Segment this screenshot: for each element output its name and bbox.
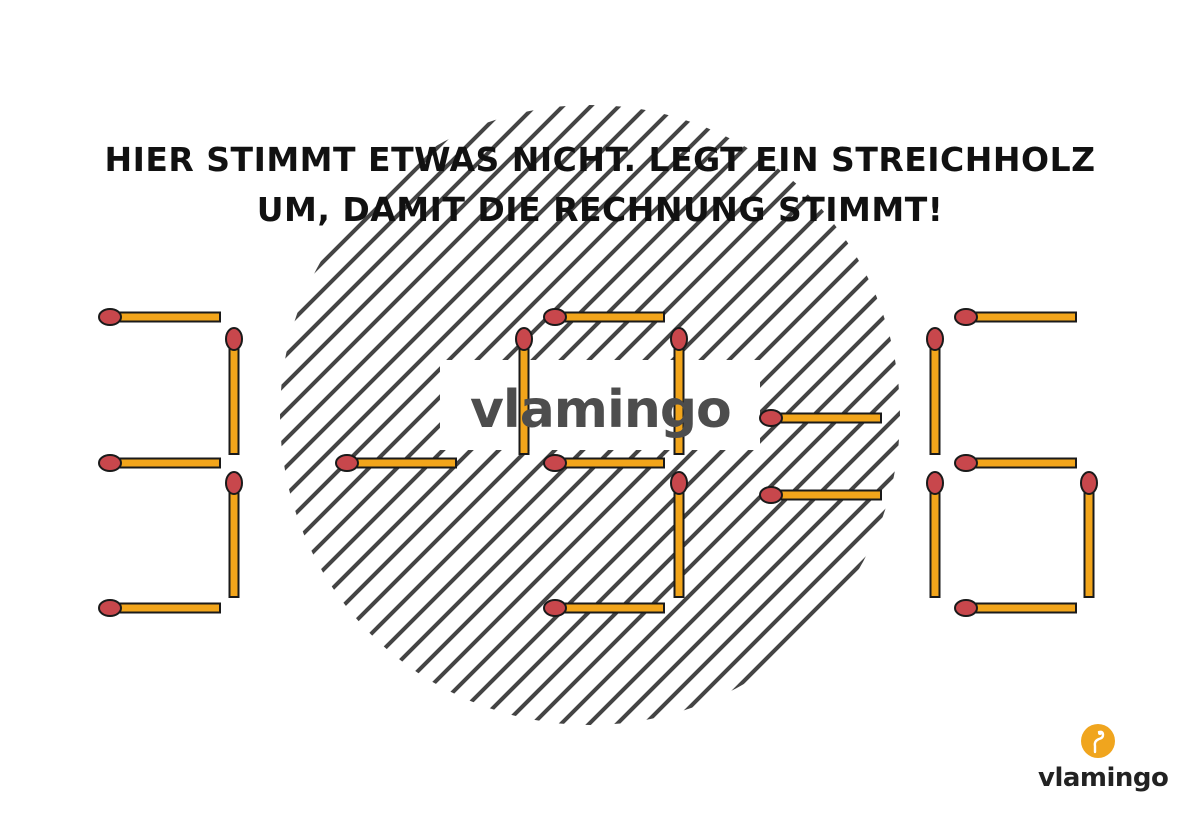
- matchstick[interactable]: [759, 486, 882, 504]
- matchstick[interactable]: [954, 308, 1077, 326]
- digit-6: [926, 308, 1098, 617]
- matchstick[interactable]: [759, 409, 882, 427]
- matchstick[interactable]: [670, 471, 688, 598]
- hatch-line: [280, 105, 488, 725]
- hatch-line: [280, 105, 516, 725]
- hatch-line: [280, 105, 656, 725]
- match-head: [225, 327, 243, 351]
- matchstick[interactable]: [543, 454, 665, 472]
- match-head: [543, 308, 567, 326]
- hatch-line: [280, 105, 320, 725]
- match-head: [335, 454, 359, 472]
- hatch-line: [280, 105, 628, 725]
- matchstick[interactable]: [335, 454, 457, 472]
- matchstick[interactable]: [515, 327, 533, 455]
- matchstick[interactable]: [954, 599, 1077, 617]
- matchstick[interactable]: [98, 454, 221, 472]
- match-head: [926, 471, 944, 495]
- matchstick[interactable]: [926, 471, 944, 598]
- matchstick[interactable]: [98, 308, 221, 326]
- hatch-line: [552, 105, 900, 725]
- hatch-line: [280, 105, 796, 725]
- match-head: [954, 454, 978, 472]
- matchstick[interactable]: [543, 599, 665, 617]
- hatch-line: [608, 105, 900, 725]
- match-head: [670, 471, 688, 495]
- match-head: [98, 454, 122, 472]
- hatch-line: [280, 105, 712, 725]
- match-head: [515, 327, 533, 351]
- match-head: [759, 409, 783, 427]
- match-head: [543, 454, 567, 472]
- match-head: [759, 486, 783, 504]
- hatch-line: [280, 105, 572, 725]
- brand-logo: vlamingo: [1038, 724, 1169, 793]
- match-head: [954, 308, 978, 326]
- plus-sign: [335, 454, 457, 472]
- watermark-logo-text: vlamingo: [470, 380, 732, 440]
- hatch-line: [280, 105, 348, 725]
- watermark-backdrop: [440, 360, 760, 450]
- match-head: [954, 599, 978, 617]
- hatch-line: [524, 105, 900, 725]
- match-head: [670, 327, 688, 351]
- match-head: [225, 471, 243, 495]
- match-head: [926, 327, 944, 351]
- hatch-line: [580, 105, 900, 725]
- hatch-line: [280, 105, 824, 725]
- flamingo-icon: [1081, 724, 1115, 758]
- hatch-line: [280, 105, 376, 725]
- matchstick[interactable]: [98, 599, 221, 617]
- matchstick[interactable]: [926, 327, 944, 455]
- hatch-line: [860, 105, 900, 725]
- match-head: [543, 599, 567, 617]
- matchstick[interactable]: [225, 471, 243, 598]
- puzzle-instruction-line-2: UM, DAMIT DIE RECHNUNG STIMMT!: [256, 190, 944, 229]
- match-head: [98, 308, 122, 326]
- digit-2: [515, 308, 688, 617]
- puzzle-instruction-line-1: HIER STIMMT ETWAS NICHT. LEGT EIN STREIC…: [104, 140, 1096, 179]
- matchstick-equation: [98, 308, 1098, 617]
- hatch-line: [832, 105, 900, 725]
- hatch-line: [280, 105, 600, 725]
- matchstick[interactable]: [954, 454, 1077, 472]
- matchstick[interactable]: [543, 308, 665, 326]
- hatch-line: [280, 105, 768, 725]
- match-head: [1080, 471, 1098, 495]
- equals-sign: [759, 409, 882, 504]
- hatch-line: [280, 105, 684, 725]
- brand-logo-text: vlamingo: [1038, 763, 1169, 793]
- matchstick[interactable]: [225, 327, 243, 455]
- hatch-line: [496, 105, 900, 725]
- hatch-line: [280, 105, 292, 725]
- matchstick[interactable]: [670, 327, 688, 455]
- hatch-line: [280, 105, 404, 725]
- digit-3: [98, 308, 243, 617]
- match-head: [98, 599, 122, 617]
- hatch-line: [280, 105, 740, 725]
- matchstick[interactable]: [1080, 471, 1098, 598]
